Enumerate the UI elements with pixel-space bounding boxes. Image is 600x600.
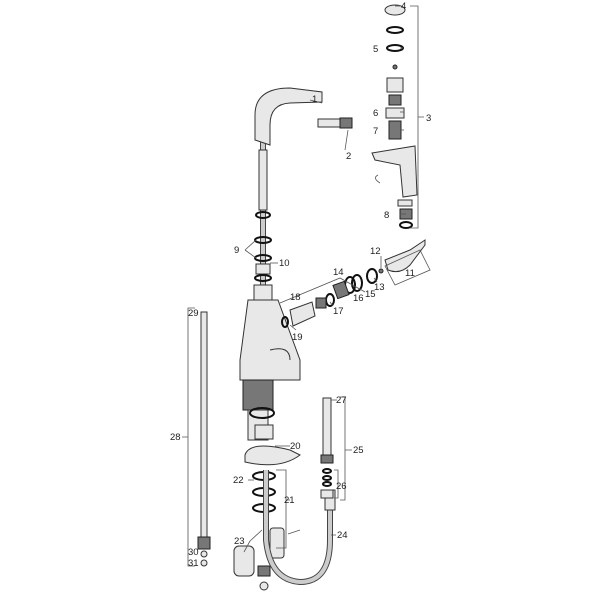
part-label-10: 10 <box>279 258 290 269</box>
part-label-15: 15 <box>365 289 376 300</box>
part-labels: 1 2 3 4 5 6 7 8 9 10 11 12 13 14 15 16 1… <box>170 1 431 569</box>
part-label-24: 24 <box>337 530 348 541</box>
part-label-8: 8 <box>384 210 389 221</box>
part-label-31: 31 <box>188 558 199 569</box>
hose-part-24 <box>263 470 336 586</box>
part-label-26: 26 <box>336 481 347 492</box>
part-label-1: 1 <box>312 94 317 105</box>
part-label-4: 4 <box>401 1 406 12</box>
part-label-17: 17 <box>333 306 344 317</box>
part-label-18: 18 <box>290 292 301 303</box>
part-label-19: 19 <box>292 332 303 343</box>
supply-hose-part-28 <box>197 311 211 567</box>
handle-assembly-part-3 <box>371 4 418 229</box>
spray-head-part-11 <box>281 239 426 328</box>
part-label-7: 7 <box>373 126 378 137</box>
part-label-6: 6 <box>373 108 378 119</box>
part-label-5: 5 <box>373 44 378 55</box>
part-label-22: 22 <box>233 475 244 486</box>
supply-part-25 <box>320 397 334 499</box>
part-label-14: 14 <box>333 267 344 278</box>
part-label-30: 30 <box>188 547 199 558</box>
part-label-9: 9 <box>234 245 239 256</box>
part-label-16: 16 <box>353 293 364 304</box>
spout-part-1 <box>254 87 353 330</box>
part-label-11: 11 <box>405 268 415 279</box>
part-label-3: 3 <box>426 113 431 124</box>
part-label-28: 28 <box>170 432 181 443</box>
part-label-13: 13 <box>374 282 385 293</box>
part-label-23: 23 <box>234 536 245 547</box>
leader-lines <box>182 5 431 567</box>
part-label-12: 12 <box>370 246 381 257</box>
part-label-21: 21 <box>284 495 295 506</box>
part-label-25: 25 <box>353 445 364 456</box>
part-label-29: 29 <box>188 308 199 319</box>
hose-rings-9-10 <box>253 149 273 302</box>
part-label-27: 27 <box>336 395 347 406</box>
part-label-20: 20 <box>290 441 301 452</box>
part-label-2: 2 <box>346 151 351 162</box>
